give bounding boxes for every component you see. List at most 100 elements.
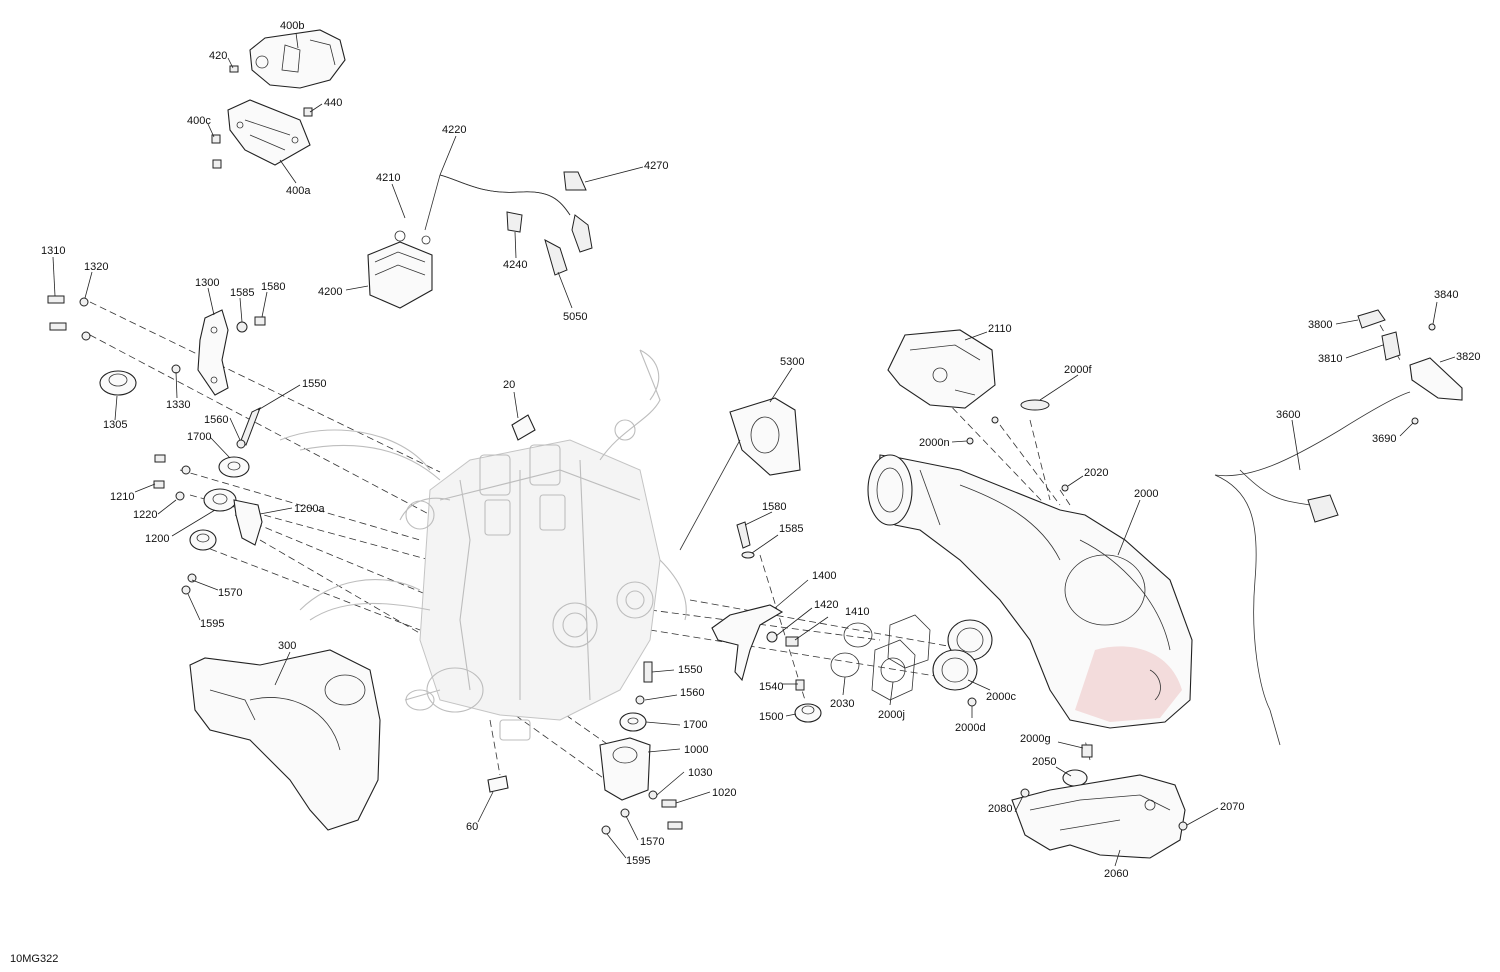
callout-2000n: 2000n [919,437,950,449]
callout-420: 420 [209,50,227,62]
callout-60: 60 [466,821,478,833]
part-2000j-gasket [871,614,931,701]
part-1560-nut [236,439,246,449]
callout-1585-mid: 1585 [779,523,803,535]
part-1200a-mount [203,488,263,546]
engine-ghost [279,349,687,741]
callout-1020: 1020 [712,787,736,799]
part-4220-wire-harness [424,171,593,276]
callout-1560-upper: 1560 [204,414,228,426]
callout-1200: 1200 [145,533,169,545]
fastener-3840 [1428,323,1436,331]
callout-3820: 3820 [1456,351,1480,363]
callout-1570-left: 1570 [218,587,242,599]
part-2000f-seal [1020,399,1050,411]
callout-1410: 1410 [845,606,869,618]
fastener-2070 [1178,821,1188,831]
fastener-420 [229,65,239,73]
part-400b-housing [249,29,346,89]
callout-1305: 1305 [103,419,127,431]
callout-1595-lower: 1595 [626,855,650,867]
fastener-2080 [1020,788,1030,798]
part-2000-air-duct [867,454,1193,729]
part-2000c-boots [932,619,993,691]
callout-400c: 400c [187,115,211,127]
leader-lines [52,32,1456,867]
callout-1220: 1220 [133,509,157,521]
callout-1550-lower: 1550 [678,664,702,676]
callout-2000: 2000 [1134,488,1158,500]
fastener-440 [303,107,313,117]
callout-1200a: 1200a [294,503,325,515]
part-3800-clip [1357,309,1386,329]
part-1200-mount [189,529,217,551]
callout-4210: 4210 [376,172,400,184]
fastener-2000g [1081,744,1093,758]
callout-440: 440 [324,97,342,109]
callout-2080: 2080 [988,803,1012,815]
callout-1550-upper: 1550 [302,378,326,390]
part-2110-airbox-cover [887,329,996,409]
callout-2020: 2020 [1084,467,1108,479]
part-1500-plug [794,703,822,723]
part-1400-fork [711,604,784,682]
fasteners-2000n-2020 [966,416,1069,492]
part-2050-grommet [1062,769,1088,787]
fasteners-1550-1560-lower [601,661,683,835]
part-1550-stud [239,406,261,446]
callout-300: 300 [278,640,296,652]
callout-1030: 1030 [688,767,712,779]
callout-2000j: 2000j [878,709,905,721]
callout-labels: 400b 420 440 400c 400a 4220 4270 4210 42… [41,20,1480,880]
callout-1300: 1300 [195,277,219,289]
part-2000d-screw [967,697,977,707]
callout-1310: 1310 [41,245,65,257]
part-3600-cable [1214,391,1411,746]
callout-2050: 2050 [1032,756,1056,768]
callout-20: 20 [503,379,515,391]
part-3810-clip [1381,331,1401,361]
callout-2060: 2060 [1104,868,1128,880]
callout-5050: 5050 [563,311,587,323]
callout-1585-upper: 1585 [230,287,254,299]
fastener-400c [211,134,222,169]
fasteners-1310-1320 [47,295,266,374]
callout-3690: 3690 [1372,433,1396,445]
callout-3810: 3810 [1318,353,1342,365]
part-1700b-washer [619,712,647,732]
fasteners-1580-1585 [736,521,805,691]
callout-1560-lower: 1560 [680,687,704,699]
callout-400b: 400b [280,20,304,32]
callout-2070: 2070 [1220,801,1244,813]
callout-2000c: 2000c [986,691,1016,703]
part-60-bumper [487,775,509,793]
callout-1500: 1500 [759,711,783,723]
part-4200-ignition-coil [367,230,433,309]
part-1000-mount [599,737,651,801]
fastener-3690 [1411,417,1419,425]
callout-2000f: 2000f [1064,364,1092,376]
callout-2000d: 2000d [955,722,986,734]
callout-2110: 2110 [988,323,1012,335]
part-1300-bracket [197,309,229,396]
callout-1570-lower: 1570 [640,836,664,848]
callout-4220: 4220 [442,124,466,136]
callout-5300: 5300 [780,356,804,368]
part-20-pin [511,414,536,441]
callout-1595-left: 1595 [200,618,224,630]
fasteners-1210-1220 [153,454,197,595]
callout-4270: 4270 [644,160,668,172]
callout-1700-lower: 1700 [683,719,707,731]
callout-1320: 1320 [84,261,108,273]
callout-1000: 1000 [684,744,708,756]
callout-3600: 3600 [1276,409,1300,421]
callout-1400: 1400 [812,570,836,582]
part-1305-mount [99,370,137,396]
callout-2000g: 2000g [1020,733,1051,745]
part-1700-washer [218,456,250,478]
callout-4240: 4240 [503,259,527,271]
part-400a-bracket [227,99,311,166]
callout-1580-mid: 1580 [762,501,786,513]
callout-1330: 1330 [166,399,190,411]
